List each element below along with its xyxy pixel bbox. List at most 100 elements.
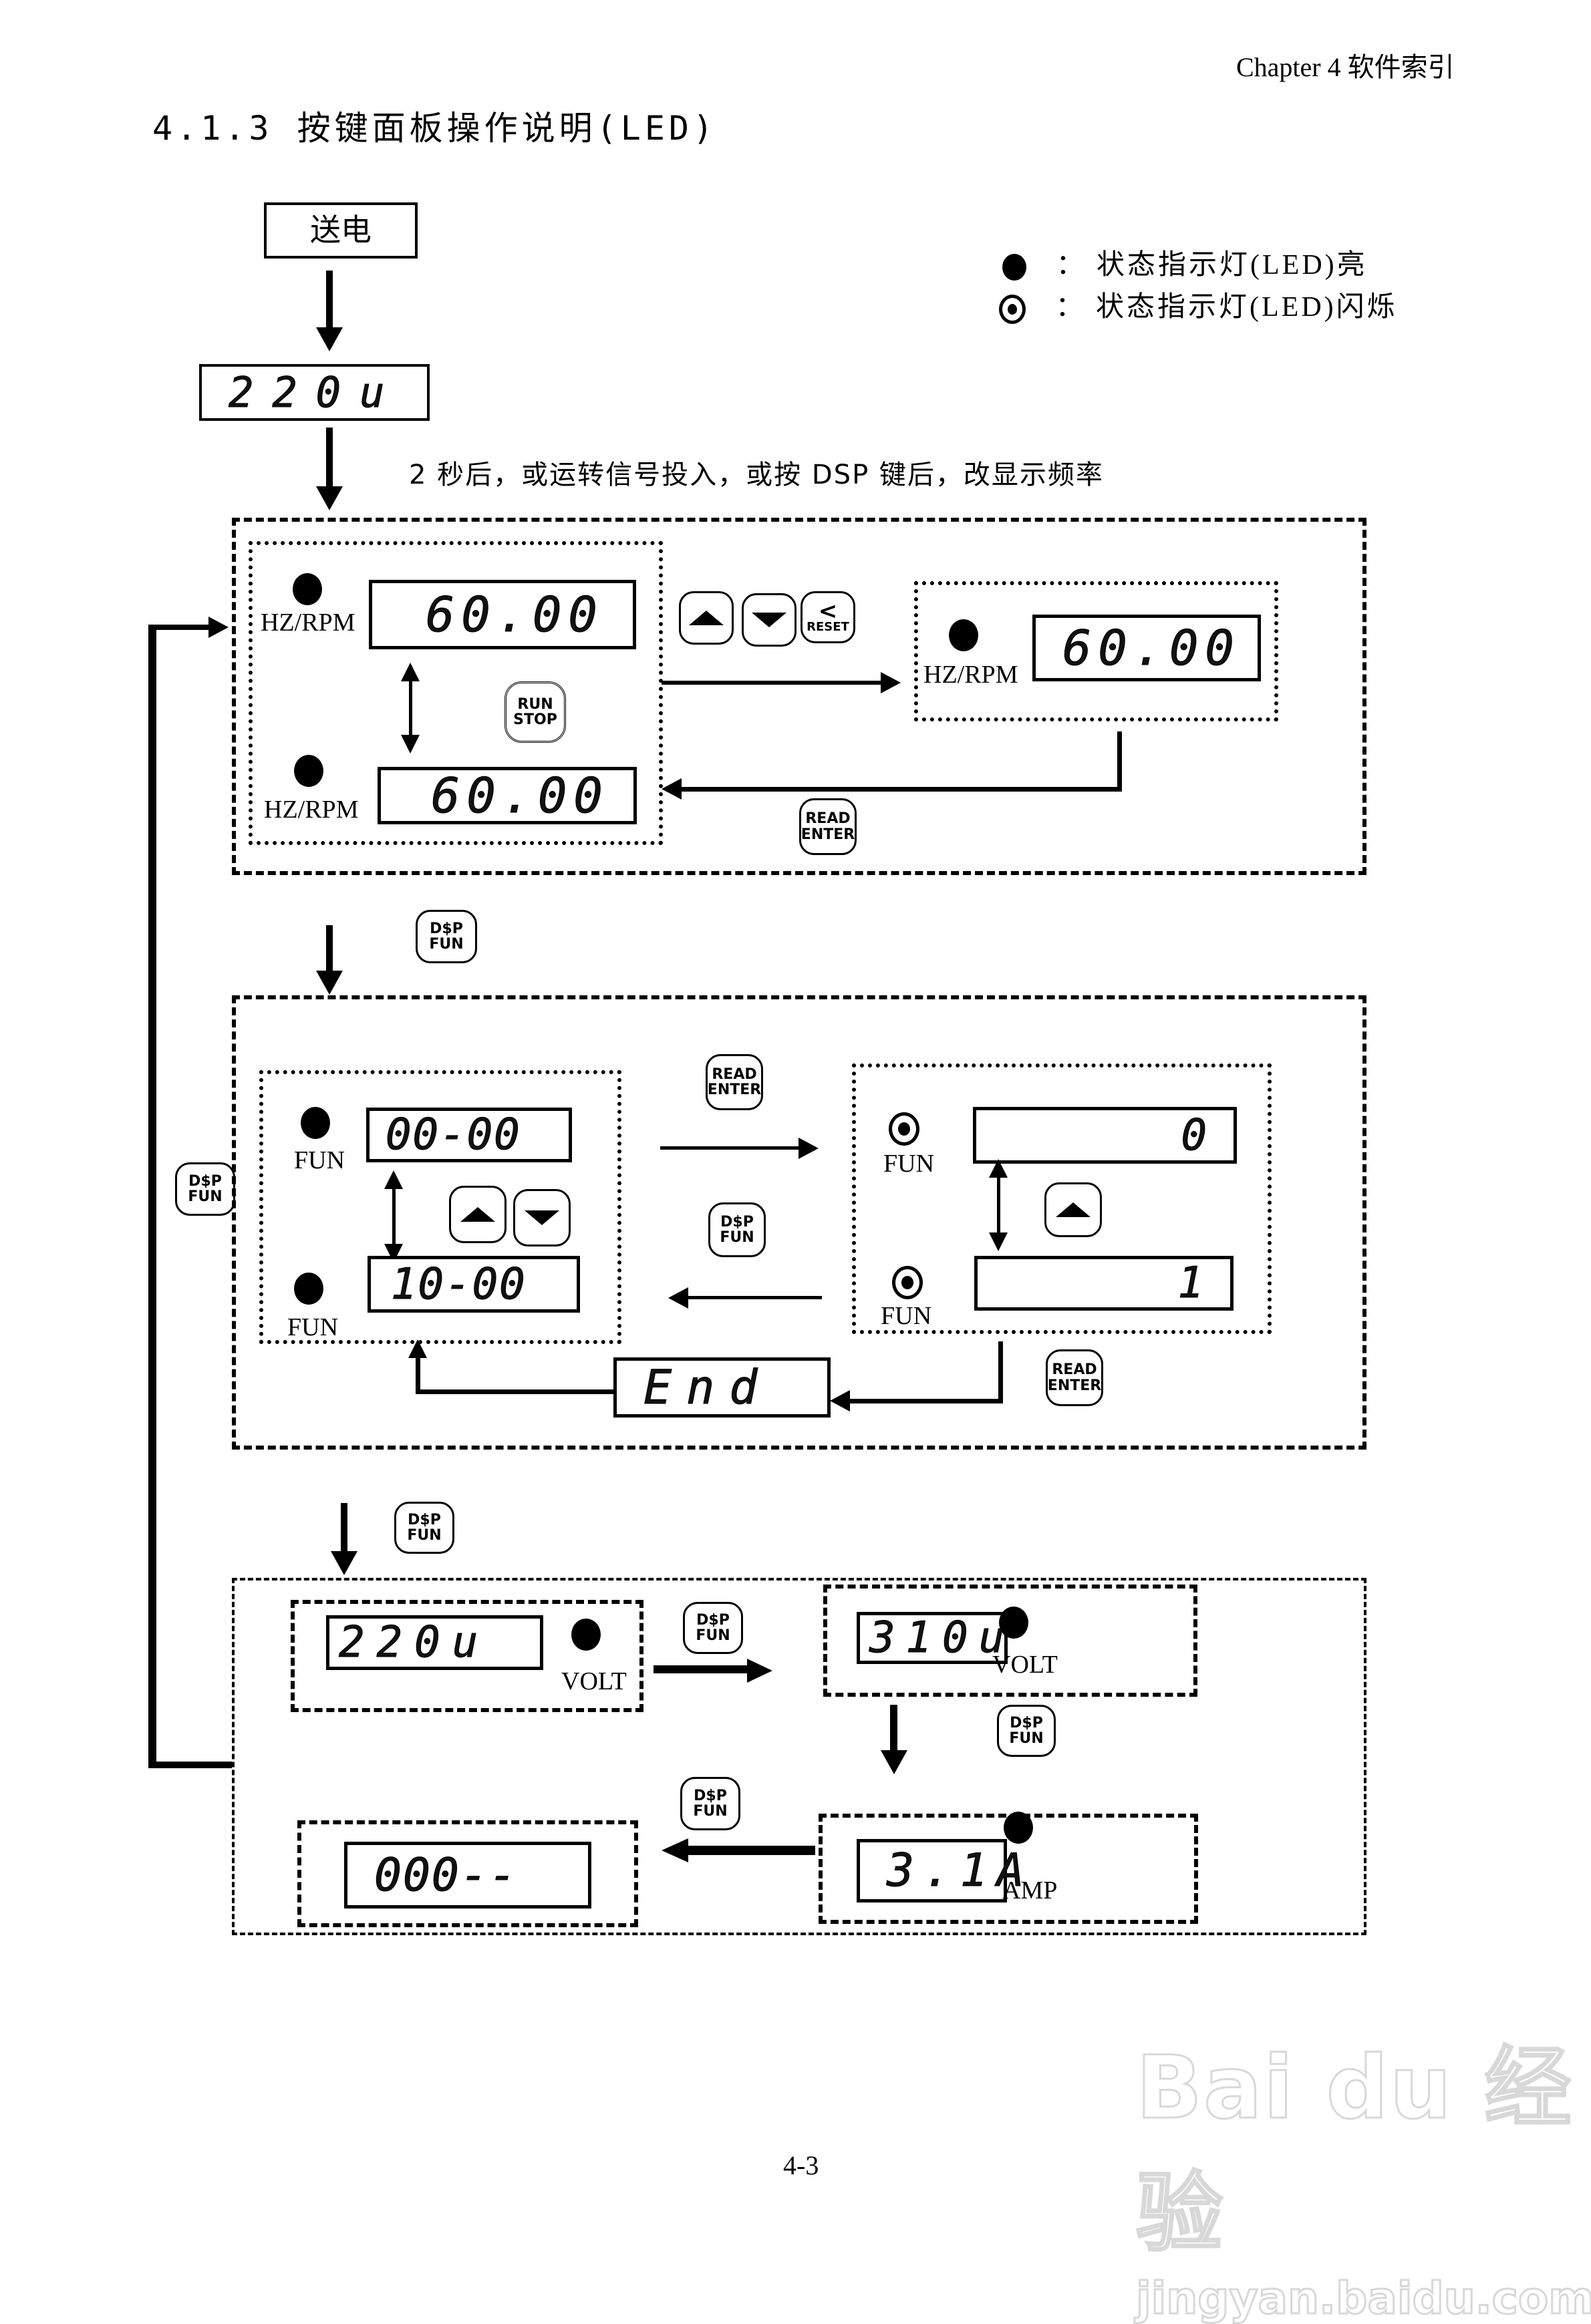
output-current-display: 3.1A (857, 1839, 1024, 1902)
display-value: 60.00 (431, 768, 609, 824)
display-value: 3.1A (887, 1844, 1034, 1898)
arrow-shaft (341, 1503, 347, 1553)
unit-label: AMP (1002, 1876, 1058, 1904)
unit-label: HZ/RPM (923, 661, 1018, 689)
display-value: 310u (869, 1613, 1016, 1663)
triangle-down-icon (752, 613, 786, 627)
transition-note: 2 秒后，或运转信号投入，或按 DSP 键后，改显示频率 (409, 460, 1104, 490)
end-line (998, 1341, 1003, 1403)
dc-bus-voltage-group (823, 1585, 1197, 1697)
toggle-arrow (392, 1186, 396, 1253)
display-value: End (643, 1360, 772, 1416)
display-value: 000-- (374, 1848, 518, 1902)
frequency-display-panel (232, 518, 1366, 875)
unit-label: VOLT (561, 1667, 627, 1695)
down-key[interactable] (742, 593, 797, 647)
legend-blink-text: 状态指示灯(LED)闪烁 (1096, 292, 1398, 323)
initial-display: 220u (199, 364, 430, 421)
arrow-left-icon (668, 1287, 688, 1309)
parameter-edit-group (852, 1063, 1272, 1334)
arrow-down-icon (316, 486, 343, 510)
parameter-value-display-bottom: 1 (974, 1256, 1234, 1311)
page-number: 4-3 (783, 2150, 819, 2180)
up-key[interactable] (1044, 1182, 1102, 1237)
arrow-shaft (890, 1705, 897, 1752)
parameter-value-display-top: 0 (973, 1107, 1237, 1164)
legend-led-on: ： 状态指示灯(LED)亮 (1002, 242, 1368, 283)
display-value: 10-00 (391, 1259, 527, 1309)
arrow-up-icon (401, 663, 420, 681)
display-value: 60.00 (1062, 620, 1241, 677)
unit-label: VOLT (992, 1651, 1058, 1679)
arrow-down-icon (401, 735, 420, 754)
return-line (416, 1389, 615, 1394)
arrow-down-icon (881, 1750, 907, 1774)
arrow-right-icon (208, 617, 229, 638)
arrow-down-icon (316, 971, 343, 995)
function-setting-panel (232, 995, 1366, 1450)
chapter-header: Chapter 4 软件索引 (1236, 52, 1455, 82)
arrow-shaft (654, 1665, 748, 1673)
arrow-down-icon (316, 327, 343, 351)
function-code-display-bottom: 10-00 (368, 1256, 580, 1313)
display-value: 220u (228, 368, 404, 418)
unit-label: FUN (881, 1302, 932, 1330)
led-solid-icon (294, 1273, 323, 1305)
display-value: 220u (338, 1618, 490, 1668)
arrow-right-icon (881, 672, 901, 693)
toggle-arrow (997, 1172, 1000, 1239)
up-key[interactable] (449, 1186, 507, 1243)
arrow-left-icon (662, 1838, 688, 1862)
arrow-shaft (660, 1146, 801, 1150)
legend-colon: ： (1055, 292, 1087, 323)
unit-label: FUN (294, 1146, 345, 1174)
watermark: Bai du 经验 jingyan.baidu.com (1135, 2017, 1591, 2324)
arrow-shaft (326, 271, 333, 327)
watermark-brand: Bai du 经验 (1135, 2036, 1573, 2265)
monitor-panel (232, 1578, 1366, 1935)
up-key[interactable] (679, 591, 734, 645)
loop-back-line-bottom (148, 1762, 232, 1768)
led-solid-icon (999, 1607, 1028, 1639)
unit-label: HZ/RPM (264, 796, 359, 824)
legend-colon: ： (1056, 250, 1087, 281)
reset-key[interactable]: <RESET (801, 591, 855, 643)
down-key[interactable] (513, 1189, 571, 1247)
led-solid-icon (294, 755, 323, 787)
loop-back-line-top (148, 625, 210, 630)
led-solid-icon (293, 573, 322, 605)
frequency-edit-display: 60.00 (1032, 615, 1261, 681)
display-value: 60.00 (426, 587, 604, 643)
function-code-display-top: 00-00 (366, 1108, 572, 1162)
unit-label: FUN (287, 1313, 339, 1341)
watermark-url: jingyan.baidu.com (1135, 2272, 1591, 2324)
return-line (680, 787, 1122, 792)
end-display: End (613, 1357, 831, 1418)
arrow-down-icon (331, 1551, 357, 1575)
led-solid-icon (571, 1619, 601, 1651)
custom-display: 000-- (344, 1842, 591, 1908)
arrow-shaft (688, 1296, 822, 1299)
arrow-left-icon (662, 778, 682, 800)
display-value: 00-00 (386, 1110, 521, 1160)
arrow-left-icon (830, 1390, 850, 1412)
section-title: 4.1.3 按键面板操作说明(LED) (152, 109, 718, 148)
toggle-arrow (409, 675, 412, 741)
arrow-up-icon (989, 1159, 1008, 1178)
custom-display-group (297, 1820, 638, 1927)
output-voltage-display: 220u (326, 1615, 543, 1670)
output-voltage-group (291, 1600, 643, 1712)
arrow-shaft (326, 925, 333, 972)
unit-label: FUN (883, 1150, 935, 1178)
